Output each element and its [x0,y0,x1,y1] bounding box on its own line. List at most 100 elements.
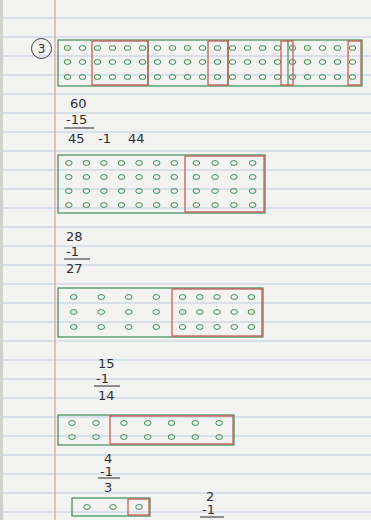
counter-oval [69,421,76,426]
counter-oval [136,175,143,180]
handwritten-number: 14 [98,388,115,403]
counter-oval [144,421,151,426]
counter-oval [231,161,238,166]
counter-oval [93,421,100,426]
counter-oval [118,161,125,166]
ruled-line [0,94,371,95]
green-group-box [58,288,263,337]
counter-oval [319,60,326,65]
counter-oval [98,310,105,315]
counter-oval [139,60,146,65]
ruled-line [0,284,371,285]
counter-oval [121,421,128,426]
counter-oval [109,46,116,51]
ruled-line [0,455,371,456]
counter-oval [349,75,356,80]
counter-oval [231,189,238,194]
counter-oval [109,75,116,80]
red-group-box [92,41,148,85]
counter-oval [65,175,72,180]
counter-oval [199,46,206,51]
counter-oval [124,75,131,80]
problem-number-circle: 3 [31,38,52,59]
ruled-line [0,379,371,380]
counter-oval [139,75,146,80]
counter-oval [110,505,117,510]
paper-edge [0,0,3,520]
counter-oval [334,46,341,51]
counter-oval [214,75,221,80]
counter-oval [274,46,281,51]
counter-oval [179,310,186,315]
counter-oval [169,60,176,65]
counter-oval [84,505,91,510]
ruled-line [0,417,371,418]
ruled-line [0,360,371,361]
counter-oval [334,75,341,80]
ruled-line [0,227,371,228]
handwritten-number: -1 [98,131,111,146]
counter-oval [231,295,238,300]
red-group-box [128,499,149,515]
counter-oval [231,310,238,315]
margin-line [54,0,55,520]
counter-oval [216,421,223,426]
counter-oval [124,60,131,65]
counter-oval [154,60,161,65]
ruled-line [0,436,371,437]
counter-oval [153,203,160,208]
counter-oval [154,46,161,51]
counter-oval [229,46,236,51]
counter-oval [199,75,206,80]
counter-oval [169,75,176,80]
ruled-line [0,265,371,266]
counter-oval [192,421,199,426]
ruled-line [0,512,371,513]
counter-oval [274,60,281,65]
counter-oval [94,46,101,51]
counter-oval [248,310,255,315]
red-group-box [208,41,228,85]
counter-oval [259,75,266,80]
counter-oval [197,295,204,300]
counter-oval [125,325,132,330]
counter-oval [231,203,238,208]
red-group-box [110,416,233,444]
ruled-line [0,151,371,152]
handwritten-number: 28 [66,229,83,244]
ruled-line [0,341,371,342]
counter-oval [212,175,219,180]
counter-oval [69,435,76,440]
counter-oval [136,189,143,194]
counter-oval [65,161,72,166]
counter-oval [101,203,108,208]
counter-oval [169,46,176,51]
ruled-line [0,113,371,114]
counter-oval [214,60,221,65]
counter-oval [118,175,125,180]
counter-oval [118,189,125,194]
red-group-box [348,41,361,85]
counter-oval [65,203,72,208]
counter-oval [212,203,219,208]
counter-oval [249,175,256,180]
green-group-box [58,155,265,213]
counter-oval [244,60,251,65]
counter-oval [93,435,100,440]
counter-oval [231,325,238,330]
counter-oval [193,175,200,180]
counter-oval [193,203,200,208]
counter-oval [118,203,125,208]
counter-oval [79,75,86,80]
counter-oval [83,203,90,208]
counter-oval [184,75,191,80]
counter-oval [101,175,108,180]
ruled-line [0,322,371,323]
counter-oval [248,325,255,330]
counter-oval [259,60,266,65]
counter-oval [70,295,77,300]
counter-oval [214,295,221,300]
green-divider [287,40,288,86]
handwritten-number: 60 [70,96,87,111]
